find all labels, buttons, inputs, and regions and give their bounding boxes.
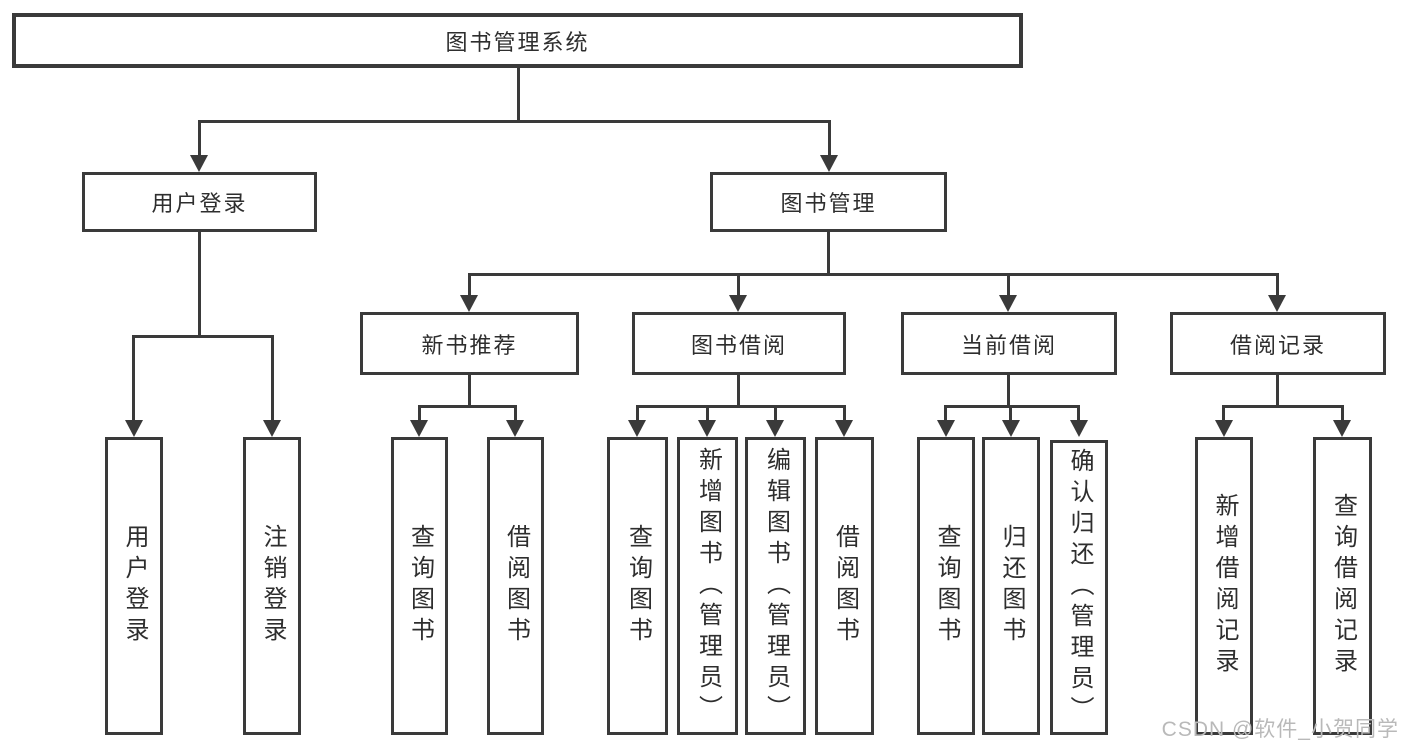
connector-line — [1276, 273, 1279, 297]
leaf-label: 查询借阅记录 — [1329, 493, 1357, 679]
leaf-query-books-recommend: 查询图书 — [391, 437, 448, 735]
arrow-down-icon — [999, 295, 1017, 312]
arrow-down-icon — [1070, 420, 1088, 437]
connector-line — [706, 405, 709, 421]
arrow-down-icon — [628, 420, 646, 437]
connector-line — [517, 68, 520, 123]
connector-line — [774, 405, 777, 421]
arrow-down-icon — [460, 295, 478, 312]
node-new-book-recommendation: 新书推荐 — [360, 312, 579, 375]
leaf-add-borrow-record: 新增借阅记录 — [1195, 437, 1253, 735]
leaf-user-login: 用户登录 — [105, 437, 163, 735]
connector-line — [636, 405, 639, 421]
leaf-borrow-books-recommend: 借阅图书 — [487, 437, 544, 735]
connector-line — [1007, 375, 1010, 408]
connector-line — [1276, 375, 1279, 408]
leaf-query-books-borrowing: 查询图书 — [607, 437, 668, 735]
arrow-down-icon — [937, 420, 955, 437]
leaf-borrow-books: 借阅图书 — [815, 437, 874, 735]
arrow-down-icon — [729, 295, 747, 312]
connector-line — [737, 375, 740, 408]
arrow-down-icon — [410, 420, 428, 437]
arrow-down-icon — [835, 420, 853, 437]
leaf-label: 新增借阅记录 — [1211, 493, 1238, 679]
leaf-label: 借阅图书 — [502, 524, 530, 648]
connector-line — [271, 335, 274, 420]
connector-line — [1222, 405, 1225, 421]
connector-line — [468, 273, 1279, 276]
leaf-label: 归还图书 — [998, 524, 1025, 648]
node-library-management-system: 图书管理系统 — [12, 13, 1023, 68]
leaf-label: 查询图书 — [406, 524, 434, 648]
leaf-edit-book-admin: 编辑图书（管理员） — [745, 437, 806, 735]
node-book-borrowing: 图书借阅 — [632, 312, 846, 375]
connector-line — [1077, 405, 1080, 421]
connector-line — [944, 405, 947, 421]
arrow-down-icon — [1333, 420, 1351, 437]
watermark: CSDN @软件_小贺同学 — [1161, 718, 1399, 741]
leaf-label: 查询图书 — [933, 524, 960, 648]
leaf-label: 注销登录 — [259, 524, 286, 648]
connector-line — [198, 120, 831, 123]
node-user-login: 用户登录 — [82, 172, 317, 232]
leaf-label: 借阅图书 — [831, 524, 859, 648]
connector-line — [132, 335, 135, 420]
arrow-down-icon — [506, 420, 524, 437]
leaf-confirm-return-admin: 确认归还（管理员） — [1050, 440, 1108, 735]
connector-line — [944, 405, 1080, 408]
arrow-down-icon — [1002, 420, 1020, 437]
arrow-down-icon — [190, 155, 208, 172]
leaf-label: 查询图书 — [624, 524, 652, 648]
leaf-add-book-admin: 新增图书（管理员） — [677, 437, 738, 735]
arrow-down-icon — [1268, 295, 1286, 312]
connector-line — [132, 335, 274, 338]
connector-line — [827, 232, 830, 276]
connector-line — [418, 405, 421, 421]
connector-line — [468, 375, 471, 408]
arrow-down-icon — [263, 420, 281, 437]
node-borrowing-records: 借阅记录 — [1170, 312, 1386, 375]
arrow-down-icon — [125, 420, 143, 437]
arrow-down-icon — [698, 420, 716, 437]
node-book-management: 图书管理 — [710, 172, 947, 232]
connector-line — [636, 405, 846, 408]
leaf-query-borrow-record: 查询借阅记录 — [1313, 437, 1372, 735]
connector-line — [418, 405, 517, 408]
connector-line — [514, 405, 517, 421]
arrow-down-icon — [820, 155, 838, 172]
connector-line — [198, 232, 201, 338]
leaf-return-books: 归还图书 — [982, 437, 1040, 735]
connector-line — [843, 405, 846, 421]
leaf-label: 确认归还（管理员） — [1066, 448, 1093, 727]
connector-line — [737, 273, 740, 297]
node-current-borrowing: 当前借阅 — [901, 312, 1117, 375]
connector-line — [1009, 405, 1012, 421]
arrow-down-icon — [766, 420, 784, 437]
leaf-logout: 注销登录 — [243, 437, 301, 735]
connector-line — [1222, 405, 1344, 408]
connector-line — [468, 273, 471, 297]
connector-line — [1007, 273, 1010, 297]
leaf-query-books-current: 查询图书 — [917, 437, 975, 735]
connector-line — [828, 120, 831, 156]
leaf-label: 新增图书（管理员） — [694, 446, 722, 726]
connector-line — [198, 120, 201, 156]
leaf-label: 用户登录 — [121, 524, 148, 648]
connector-line — [1341, 405, 1344, 421]
arrow-down-icon — [1215, 420, 1233, 437]
leaf-label: 编辑图书（管理员） — [762, 446, 790, 726]
